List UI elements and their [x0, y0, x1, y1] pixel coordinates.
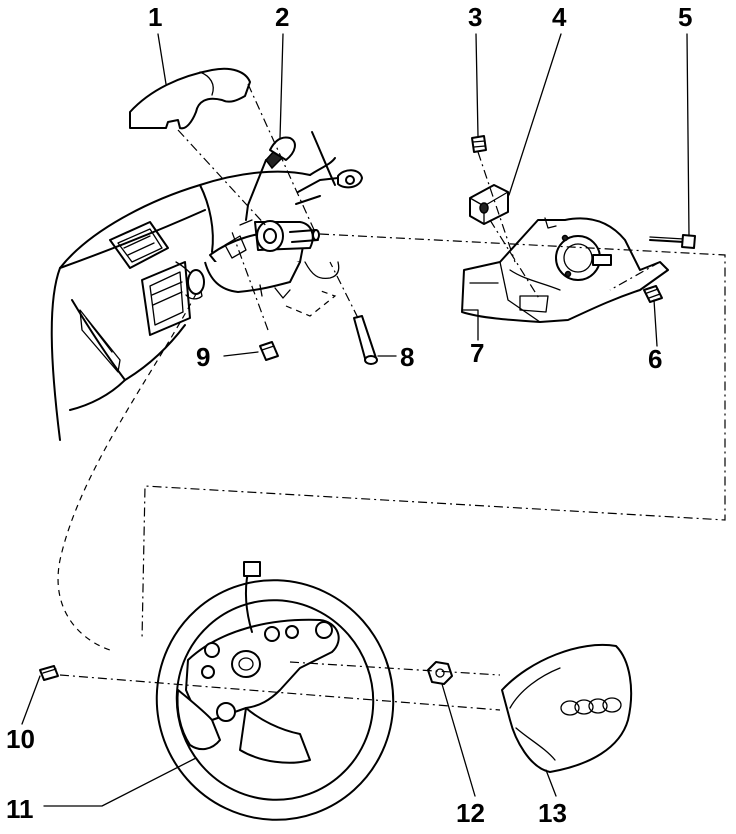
callout-2: 2: [275, 2, 289, 32]
part-4-clip: [469, 184, 509, 225]
four-rings-logo: [560, 697, 622, 716]
part-6-screw: [643, 285, 663, 303]
part-3-screw: [471, 135, 487, 153]
callout-1: 1: [148, 2, 162, 32]
airbag-13: [501, 644, 633, 773]
callouts: 1 2 3 4 5 6 7 8 9 10 11 12 13: [6, 2, 692, 828]
callout-5: 5: [678, 2, 692, 32]
callout-11: 11: [6, 794, 34, 824]
steering-column: [204, 136, 363, 299]
part-10-screw: [39, 665, 59, 681]
callout-4: 4: [552, 2, 567, 32]
part-5-bolt: [649, 234, 696, 249]
callout-10: 10: [6, 724, 35, 754]
dashboard: [50, 131, 336, 441]
callout-12: 12: [456, 798, 485, 828]
leader-lines: [21, 33, 690, 807]
part-9-screw: [259, 341, 279, 361]
part-12-nut: [427, 661, 453, 685]
callout-3: 3: [468, 2, 482, 32]
upper-trim-1: [129, 67, 251, 130]
steering-wheel-11: [155, 561, 395, 821]
part-8-pin: [353, 315, 378, 365]
callout-8: 8: [400, 342, 414, 372]
callout-6: 6: [648, 344, 662, 374]
callout-13: 13: [538, 798, 567, 828]
callout-9: 9: [196, 342, 210, 372]
callout-7: 7: [470, 338, 484, 368]
assembly-lines: [57, 83, 726, 711]
lower-trim-7: [461, 217, 669, 323]
